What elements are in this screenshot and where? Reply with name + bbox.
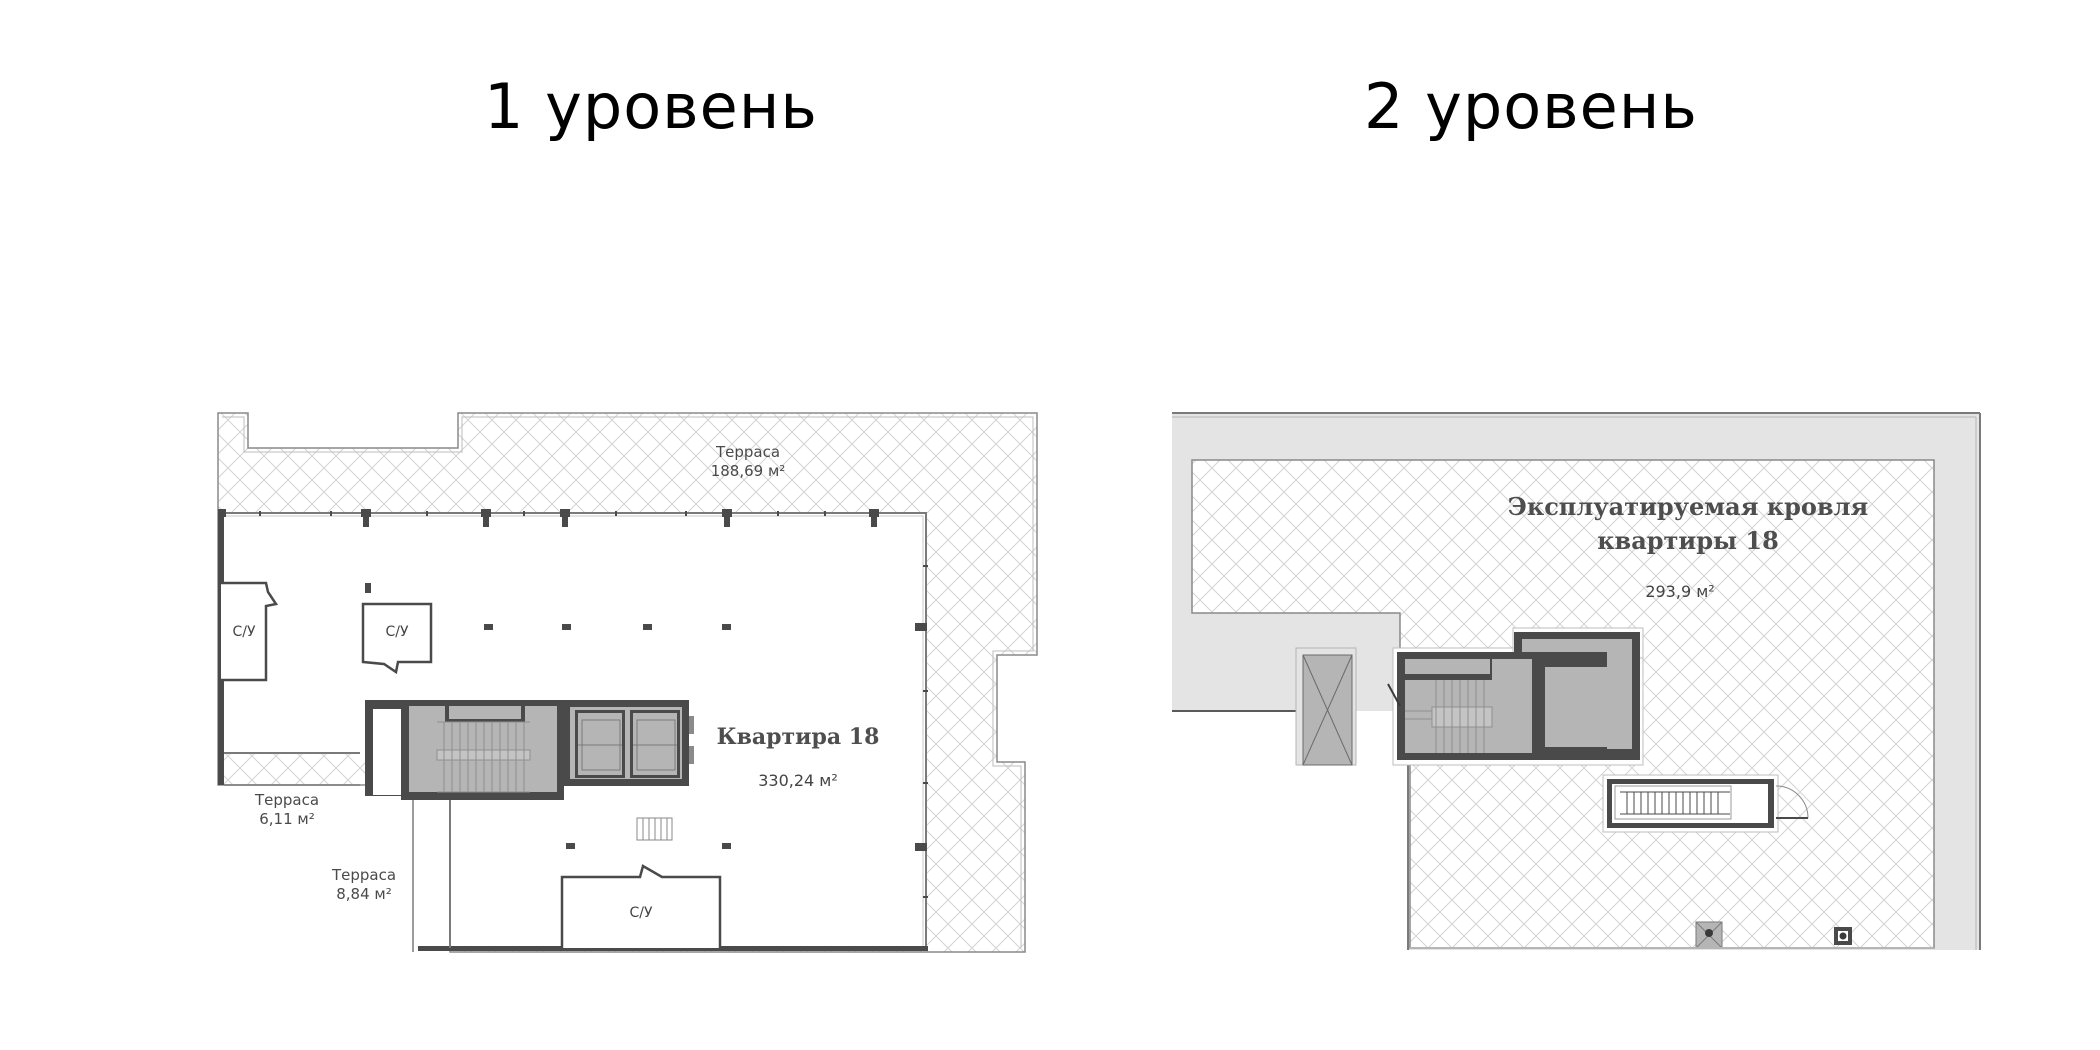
- roof-drain-icon: [1695, 921, 1723, 949]
- bathroom-bottom: [560, 864, 722, 948]
- bathroom-left-label: С/У: [232, 624, 256, 640]
- roof-area: 293,9 м²: [1645, 582, 1715, 601]
- terrace-6-label: Терраса 6,11 м²: [254, 791, 320, 828]
- columns: [218, 509, 928, 898]
- elevator-shaft-icon: [1295, 647, 1357, 766]
- bathroom-center: [361, 602, 433, 675]
- stair-elevator-core: [365, 700, 694, 800]
- roof-vent-icon: [1834, 927, 1852, 945]
- bathroom-left: [221, 581, 279, 682]
- ladder-icon: [636, 817, 673, 841]
- roof-ladder-icon: [1602, 774, 1809, 833]
- terrace-main-label: Терраса 188,69 м²: [710, 443, 786, 480]
- terrace-8-label: Терраса 8,84 м²: [331, 866, 397, 903]
- apartment-area: 330,24 м²: [758, 771, 838, 790]
- apartment-title: Квартира 18: [716, 724, 880, 750]
- bathroom-bottom-label: С/У: [629, 905, 653, 921]
- level-2-plan: [1172, 412, 1981, 951]
- bathroom-center-label: С/У: [385, 624, 409, 640]
- roof-stair-core: [1387, 627, 1644, 766]
- level-1-plan: [217, 412, 1038, 953]
- level-2-title: 2 уровень: [1364, 70, 1698, 143]
- level-1-title: 1 уровень: [484, 70, 818, 143]
- roof-title: Эксплуатируемая кровля квартиры 18: [1507, 492, 1869, 555]
